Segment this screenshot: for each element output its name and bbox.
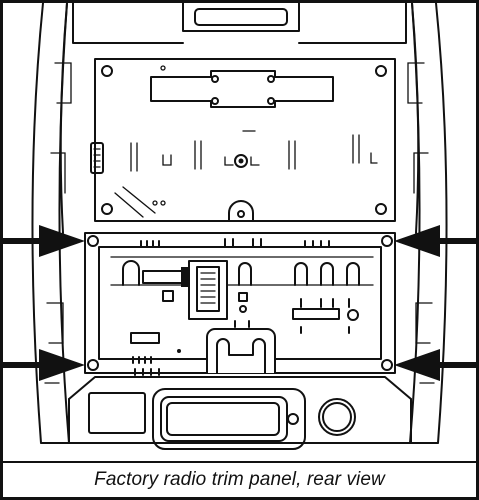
arrow-upper-left <box>3 225 85 257</box>
arrow-lower-left <box>3 349 85 381</box>
radio-chassis <box>84 232 396 376</box>
caption-bar: Factory radio trim panel, rear view <box>3 461 476 497</box>
trim-panel-drawing <box>3 3 476 450</box>
right-trim-arm <box>407 3 448 444</box>
upper-mounting-plate <box>90 58 396 222</box>
arrow-lower-right <box>394 349 476 381</box>
callout-arrows <box>3 225 476 381</box>
bottom-pocket <box>62 376 418 450</box>
left-trim-arm <box>31 3 72 444</box>
arrow-upper-right <box>394 225 476 257</box>
figure-caption: Factory radio trim panel, rear view <box>94 469 385 490</box>
top-slot <box>72 3 407 44</box>
